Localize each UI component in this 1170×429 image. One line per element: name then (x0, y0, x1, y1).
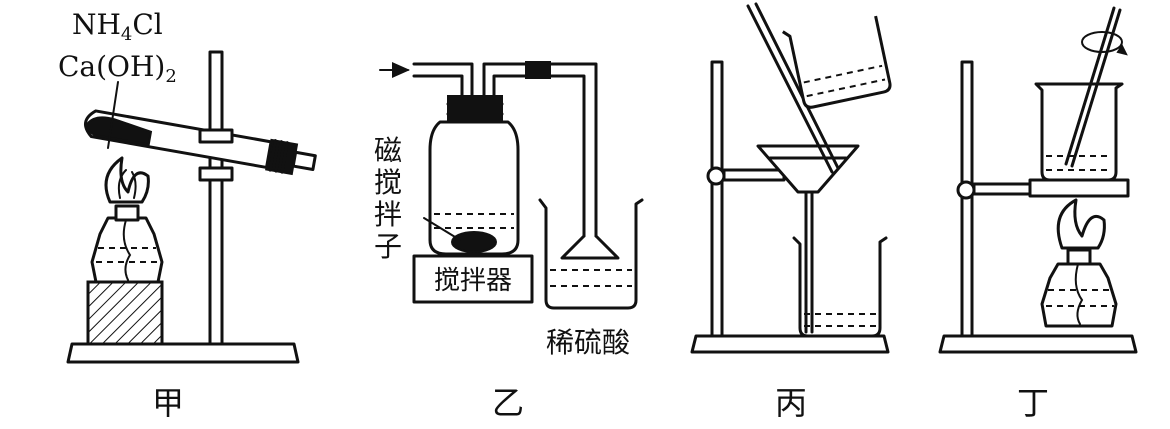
stand-rod-a (208, 50, 224, 346)
stir-bar-label-2: 搅 (374, 166, 402, 199)
apparatus-d: 丁 (938, 6, 1138, 422)
magnetic-stir-bar (451, 231, 497, 253)
stir-bar-label-4: 子 (374, 230, 402, 263)
apparatus-b: 搅拌器 磁 搅 拌 子 稀硫酸 乙 (374, 61, 644, 422)
rotation-arrow (1081, 31, 1123, 53)
bottle-stopper (447, 95, 503, 123)
ring-d (972, 182, 1036, 196)
stand-base-d (938, 334, 1138, 354)
caption-b: 乙 (492, 384, 524, 422)
stand-base-c (690, 334, 890, 354)
acid-beaker (538, 198, 644, 310)
wire-gauze (1028, 178, 1130, 198)
caption-c: 丙 (775, 384, 807, 422)
reagent-label-1: NH4Cl (72, 8, 163, 45)
stand-rod-c (710, 60, 724, 338)
glass-rod-c (746, 4, 834, 174)
stirrer-label: 搅拌器 (434, 266, 512, 296)
apparatus-c: 丙 (690, 2, 892, 422)
stir-bar-label-3: 拌 (374, 198, 402, 231)
clamp-a (198, 128, 234, 144)
pouring-beaker (782, 15, 892, 109)
glass-rod-d (1064, 6, 1116, 166)
evaporating-beaker (1034, 82, 1124, 182)
flame-d (1056, 198, 1106, 250)
support-block (86, 280, 164, 346)
caption-d: 丁 (1017, 384, 1049, 422)
stir-bar-label-1: 磁 (374, 134, 402, 167)
receiving-beaker (792, 236, 888, 338)
magnetic-stirrer (412, 254, 534, 304)
ring-clamp (722, 168, 786, 182)
caption-a: 甲 (152, 384, 184, 422)
acid-label: 稀硫酸 (546, 326, 630, 359)
reagent-label-2: Ca(OH)2 (58, 50, 177, 87)
stand-base-a (66, 342, 300, 364)
apparatus-a: NH4Cl Ca(OH)2 甲 (58, 8, 317, 422)
reagent-mix (85, 116, 153, 146)
flame-a (104, 156, 150, 204)
wash-bottle (428, 120, 520, 256)
